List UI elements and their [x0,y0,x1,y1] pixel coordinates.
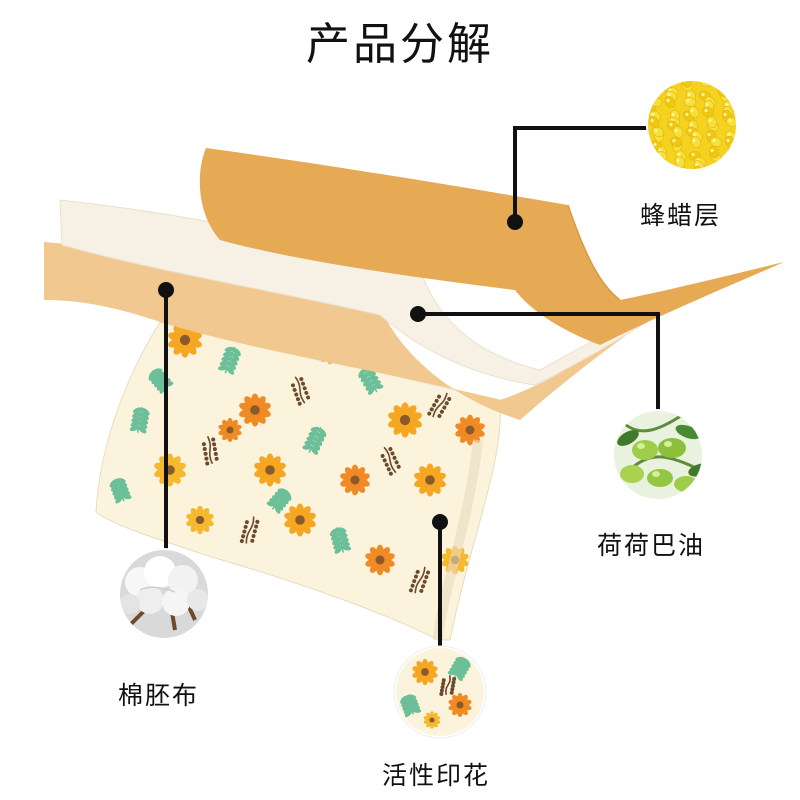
flower-motif [218,417,242,443]
label-beeswax: 蜂蜡层 [640,201,722,230]
leaf-motif [109,478,132,504]
branch-motif [239,516,260,544]
jojoba-callout-line [418,312,660,412]
leaf-motif [329,527,352,554]
branch-motif [408,566,431,594]
leaf-motif [266,488,292,514]
leaf-motif [129,407,150,434]
floral-pattern [109,322,485,594]
flower-motif [423,711,441,729]
flower-motif [340,464,370,496]
floral-print-icon [393,645,487,739]
flower-motif [239,393,271,427]
callout-lines [164,126,660,648]
beeswax-layer [199,148,784,345]
flower-motif [388,402,422,438]
jojoba-fruit-icon [612,409,704,501]
flower-motif [284,503,316,537]
beeswax-pellets-icon [646,79,738,171]
leaf-motif [400,694,422,718]
branch-motif [290,376,311,406]
base-wax-layer [44,242,660,420]
label-reactive-print: 活性印花 [382,761,491,790]
branch-motif [427,392,452,418]
flower-motif [254,453,286,487]
cotton-boll-icon [118,548,210,640]
flower-motif [412,658,438,686]
label-jojoba-oil: 荷荷巴油 [597,531,706,560]
branch-motif [201,435,219,466]
printed-cotton-fabric [95,321,501,641]
branch-motif [439,674,457,696]
flower-motif [186,505,214,535]
leaf-motif [447,656,471,682]
flower-motif [365,544,395,576]
beeswax-callout-line [513,126,648,222]
label-cotton-base: 棉胚布 [118,681,200,710]
callout-dots [158,214,523,530]
flower-motif [448,692,472,718]
flower-motif [455,414,485,446]
leaf-motif [217,346,241,375]
page-title: 产品分解 [306,19,494,70]
leaf-motif [302,426,327,455]
flower-motif [168,322,202,358]
flower-motif [414,463,446,497]
branch-motif [380,446,401,476]
